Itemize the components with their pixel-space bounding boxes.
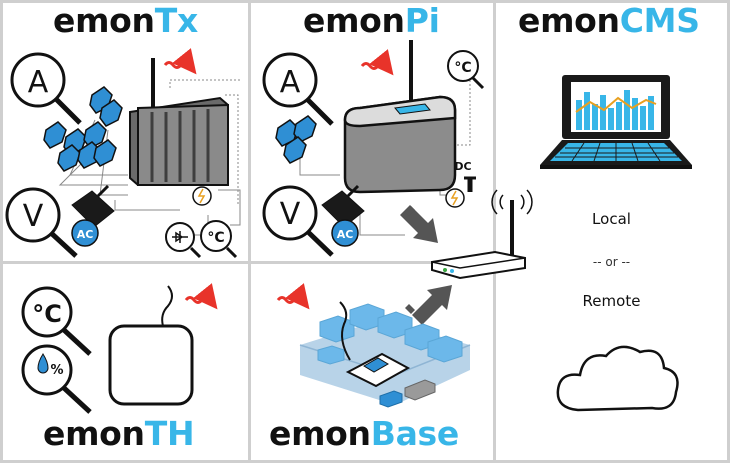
emontx-ct-sensors (43, 86, 123, 172)
emonpi-volts-label: V (280, 197, 301, 232)
emonth-celsius-label: °C (32, 300, 62, 328)
emonpi-ac-adapter (321, 184, 365, 247)
amps-label: A (28, 65, 49, 100)
or-separator: -- or -- (592, 255, 631, 269)
emontx-pulse-icon (192, 186, 212, 206)
emonpi-celsius-label: °C (454, 60, 471, 76)
router-icon (431, 189, 533, 280)
emonpi-radio-signal-icon (360, 49, 394, 76)
dc-label: DC (454, 160, 471, 173)
emonth-temp-badge (21, 286, 92, 356)
emoncms-title: emonCMS (518, 3, 700, 40)
emontx-enclosure (129, 96, 229, 186)
emontx-voltage-badge (5, 187, 78, 258)
percent-label: % (50, 363, 63, 378)
local-label: Local (592, 210, 631, 228)
emoncms-panel: emonCMS Local -- or -- Remote (496, 3, 727, 460)
remote-label: Remote (582, 292, 641, 310)
emonpi-ac-label: AC (337, 228, 354, 241)
emontx-ac-adapter (71, 184, 115, 247)
dc-plug-icon (464, 176, 476, 192)
emonth-radio-signal-icon (184, 283, 218, 310)
emonpi-voltage-badge (262, 185, 334, 257)
emonpi-to-router-arrow (400, 205, 438, 243)
cloud-icon (556, 345, 679, 412)
emontx-radio-signal-icon (163, 48, 197, 75)
emontx-current-badge (10, 52, 82, 125)
emontx-optical-sensor-badge (165, 222, 202, 259)
emonpi-enclosure (343, 95, 457, 194)
emontx-temp-badge (200, 220, 238, 259)
emonpi-title: emonPi (303, 3, 440, 40)
emonpi-ct-sensors (275, 115, 317, 164)
emonbase-title: emonBase (269, 414, 459, 453)
emonpi-amps-label: A (280, 65, 301, 100)
emonpi-temp-badge (447, 50, 485, 90)
emontx-celsius-label: °C (207, 230, 224, 246)
emontx-title: emonTx (53, 3, 198, 40)
emonth-title: emonTH (43, 414, 195, 453)
volts-label: V (23, 199, 44, 234)
rfm-module (339, 301, 411, 388)
ac-label: AC (77, 228, 94, 241)
emonpi-pulse-icon (445, 188, 465, 208)
emonth-humidity-badge (21, 344, 92, 414)
emonbase-to-router-arrow (405, 285, 452, 325)
emonth-sensor-box (108, 285, 194, 406)
laptop-icon (540, 75, 692, 169)
emonbase-radio-signal-icon (276, 283, 310, 310)
emonpi-current-badge (262, 52, 334, 126)
